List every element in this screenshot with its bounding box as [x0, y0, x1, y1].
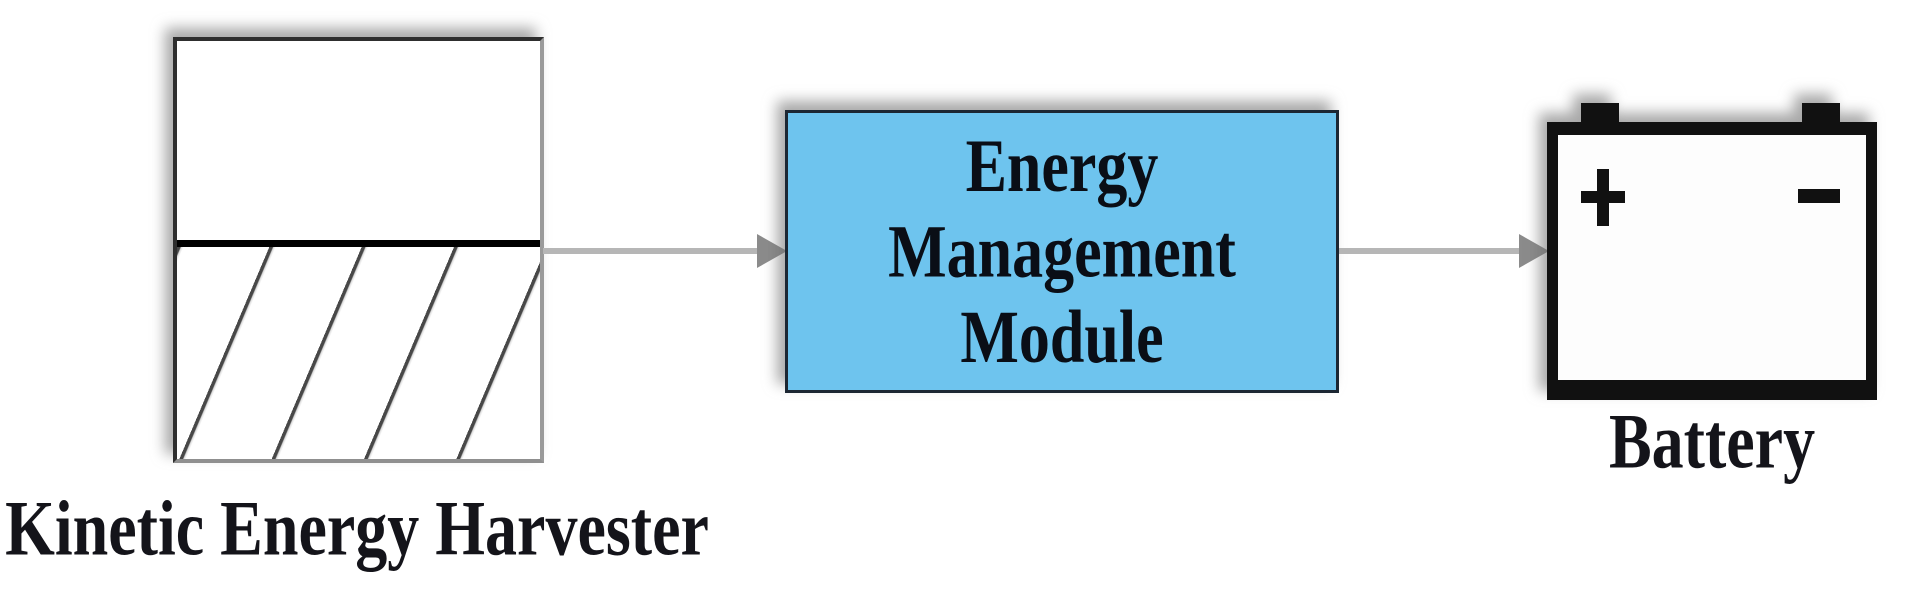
arrow-emm-to-battery-line [1339, 248, 1521, 254]
harvester-upper-half [177, 41, 540, 240]
battery-label: Battery [1608, 398, 1816, 485]
plus-icon [1581, 191, 1625, 203]
harvester-block [173, 37, 544, 463]
arrow-harvester-to-emm-line [543, 248, 759, 254]
battery-negative-terminal [1802, 103, 1840, 124]
harvester-label: Kinetic Energy Harvester [5, 485, 709, 572]
arrow-right-icon [1519, 234, 1549, 268]
harvester-divider-line [177, 240, 540, 247]
minus-icon [1798, 189, 1840, 203]
emm-label-line-2: Management [888, 210, 1236, 293]
emm-label-line-3: Module [960, 295, 1164, 379]
arrow-right-icon [757, 234, 787, 268]
battery-positive-terminal [1581, 103, 1619, 124]
battery-body [1547, 122, 1877, 400]
harvester-hatch-pattern [177, 247, 540, 459]
emm-label-line-1: Energy [965, 124, 1159, 208]
energy-management-module-label: Energy Management Module [888, 123, 1236, 379]
energy-management-module-block: Energy Management Module [785, 110, 1339, 393]
